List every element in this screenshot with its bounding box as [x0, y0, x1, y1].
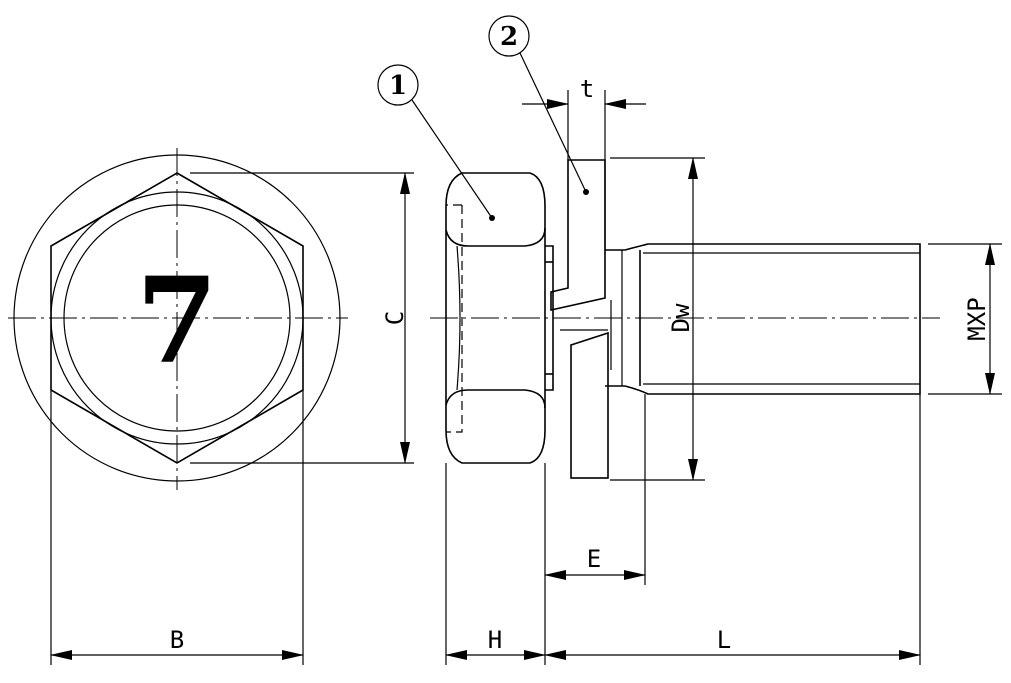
callout-1-bubble	[377, 64, 419, 106]
dimension-dw-label: Dw	[667, 303, 695, 332]
head-mark: 7	[136, 251, 218, 390]
dimension-b-label: B	[170, 626, 184, 654]
dimension-t-label: t	[580, 75, 594, 103]
dimension-dw: Dw	[610, 157, 705, 481]
callout-2: 2	[488, 15, 587, 193]
top-view: 7	[8, 148, 348, 490]
spring-washer	[550, 159, 609, 479]
callout-2-label: 2	[500, 22, 518, 52]
dimension-l-label: L	[717, 626, 731, 654]
bolt-shank	[605, 243, 921, 395]
callout-1-label: 1	[389, 71, 407, 101]
dimension-b: B	[50, 390, 304, 665]
dimension-l: L	[544, 394, 921, 665]
dimension-mxp: MXP	[928, 243, 1002, 395]
dimension-e-label: E	[587, 545, 601, 573]
dimension-e: E	[544, 394, 646, 585]
dimension-c-label: C	[381, 311, 409, 325]
dimension-h-label: H	[488, 626, 502, 654]
dimension-t: t	[522, 75, 646, 160]
dimension-h: H	[445, 463, 546, 665]
hex-head-side	[445, 172, 546, 464]
callout-2-bubble	[488, 15, 530, 57]
dimension-mxp-label: MXP	[963, 297, 991, 340]
dimension-c: C	[190, 172, 414, 464]
callout-1: 1	[377, 64, 493, 219]
